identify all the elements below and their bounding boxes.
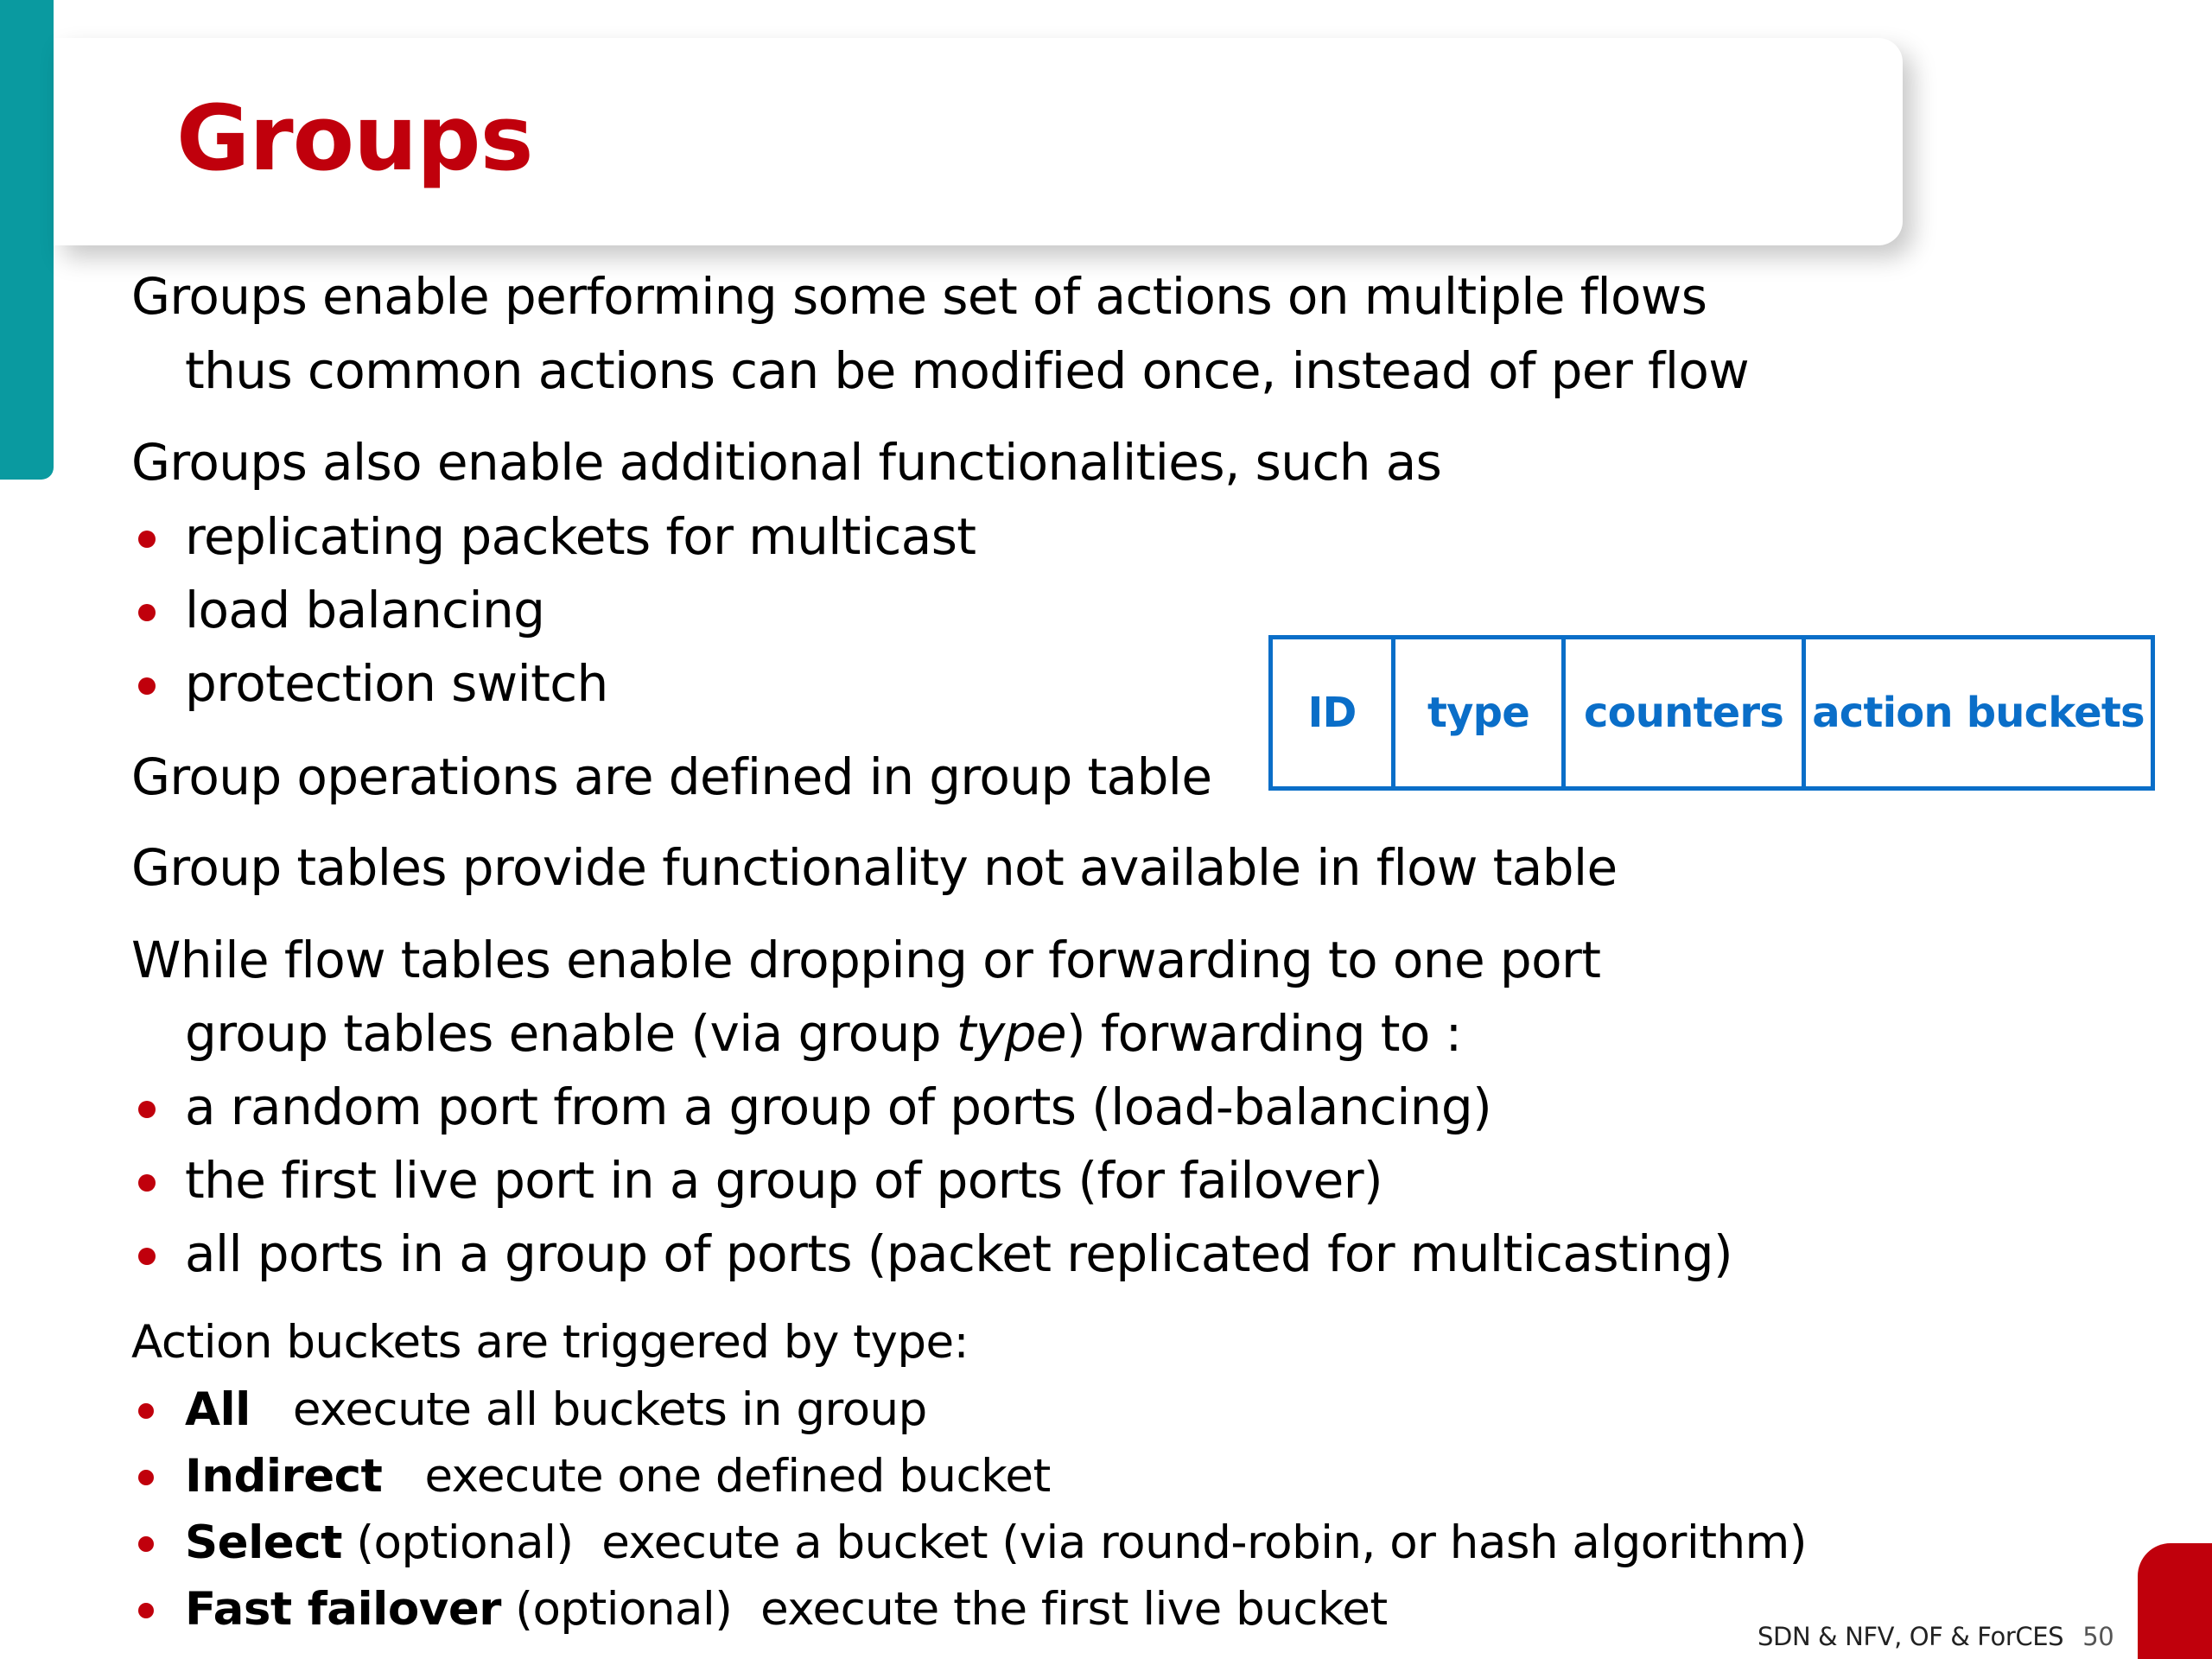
list-item: All execute all buckets in group xyxy=(185,1376,927,1444)
list-item: Select (optional) execute a bucket (via … xyxy=(185,1510,1807,1577)
type-optional: (optional) xyxy=(356,1516,574,1569)
footer-course: SDN & NFV, OF & ForCES xyxy=(1758,1622,2064,1651)
paragraph-action-buckets: Action buckets are triggered by type: xyxy=(131,1316,969,1369)
slide-number: 50 xyxy=(2082,1622,2114,1651)
type-term: Fast failover xyxy=(185,1583,501,1636)
type-term: All xyxy=(185,1383,251,1436)
group-table-column-action-buckets: action buckets xyxy=(1812,689,2145,737)
slide-title: Groups xyxy=(176,86,533,191)
list-item: Indirect execute one defined bucket xyxy=(185,1443,1051,1510)
slide-footer: SDN & NFV, OF & ForCES 50 xyxy=(1758,1622,2114,1651)
list-item: load balancing xyxy=(185,581,545,639)
type-description: execute all buckets in group xyxy=(292,1383,927,1436)
paragraph-while-flow-tables-2: group tables enable (via group type) for… xyxy=(185,996,1462,1071)
bullet-dot xyxy=(138,1174,156,1192)
type-term: Select xyxy=(185,1516,342,1569)
text-span: ) forwarding to : xyxy=(1065,1004,1462,1063)
left-accent-bar xyxy=(0,0,54,480)
list-item: protection switch xyxy=(185,654,608,713)
list-item: Fast failover (optional) execute the fir… xyxy=(185,1576,1388,1643)
text-span: group tables enable (via group xyxy=(185,1004,957,1063)
bullet-dot xyxy=(138,1603,154,1618)
title-card xyxy=(54,38,1903,245)
paragraph-group-operations: Group operations are defined in group ta… xyxy=(131,747,1212,806)
paragraph-groups-also: Groups also enable additional functional… xyxy=(131,433,1442,492)
paragraph-groups-enable-1: Groups enable performing some set of act… xyxy=(131,267,1707,326)
bullet-dot xyxy=(138,604,156,621)
type-optional: (optional) xyxy=(515,1583,733,1636)
list-item: all ports in a group of ports (packet re… xyxy=(185,1224,1733,1283)
group-table-column-type: type xyxy=(1395,639,1566,786)
paragraph-groups-enable-2: thus common actions can be modified once… xyxy=(185,341,1750,400)
list-item: a random port from a group of ports (loa… xyxy=(185,1077,1492,1136)
type-description: execute the first live bucket xyxy=(760,1583,1388,1636)
type-description: execute one defined bucket xyxy=(424,1450,1051,1503)
group-table-column-id: ID xyxy=(1273,639,1395,786)
bullet-dot xyxy=(138,1403,154,1419)
bullet-dot xyxy=(138,1101,156,1118)
emphasis-type: type xyxy=(956,1004,1067,1063)
paragraph-while-flow-tables-1: While flow tables enable dropping or for… xyxy=(131,931,1601,989)
bullet-dot xyxy=(138,1536,154,1552)
group-table-column-counters: counters xyxy=(1566,639,1806,786)
bullet-dot xyxy=(138,531,156,548)
list-item: replicating packets for multicast xyxy=(185,507,976,566)
corner-accent xyxy=(2138,1543,2212,1659)
type-description: execute a bucket (via round-robin, or ha… xyxy=(601,1516,1807,1569)
group-table-entry-diagram: ID type counters action buckets xyxy=(1268,635,2155,791)
bullet-dot xyxy=(138,1248,156,1265)
list-item: the first live port in a group of ports … xyxy=(185,1151,1383,1210)
bullet-dot xyxy=(138,677,156,695)
type-term: Indirect xyxy=(185,1450,383,1503)
bullet-dot xyxy=(138,1470,154,1485)
paragraph-group-tables-provide: Group tables provide functionality not a… xyxy=(131,838,1618,897)
